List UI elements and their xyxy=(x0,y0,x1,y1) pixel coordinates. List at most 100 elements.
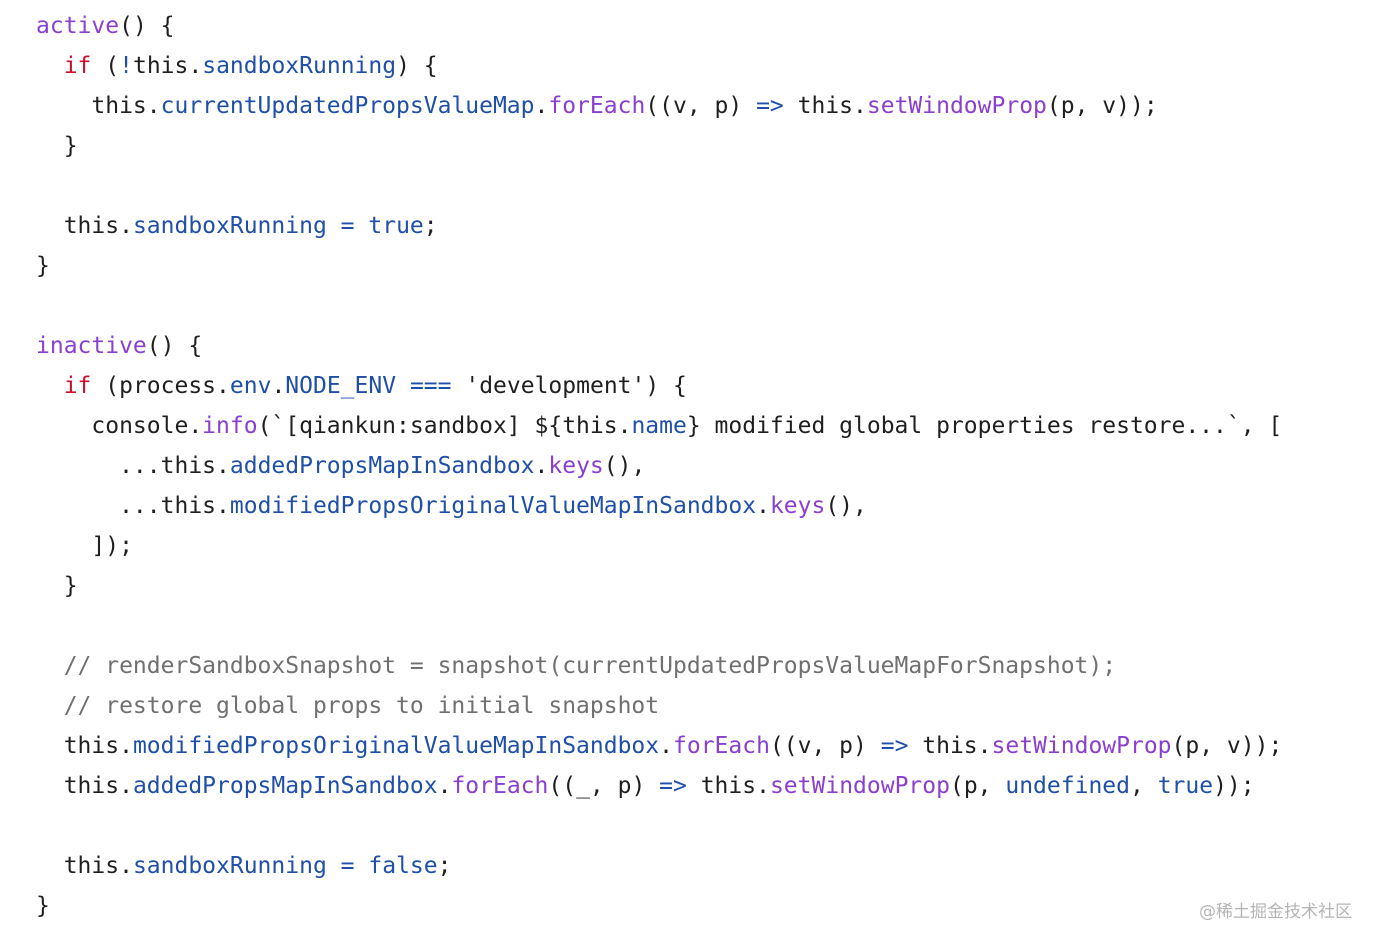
code-token xyxy=(36,53,64,79)
code-token: ((v, p) xyxy=(645,93,757,119)
code-token: forEach xyxy=(548,93,646,119)
code-line: ...this.addedPropsMapInSandbox.keys(), xyxy=(36,446,1366,486)
code-line: ]); xyxy=(36,526,1366,566)
code-token: this. xyxy=(36,93,161,119)
code-token: keys xyxy=(769,493,826,519)
code-token: modifiedPropsOriginalValueMapInSandbox xyxy=(132,733,660,759)
code-line xyxy=(36,606,1366,646)
code-token: => xyxy=(880,733,909,759)
code-token xyxy=(451,373,465,399)
code-line: this.sandboxRunning = true; xyxy=(36,206,1366,246)
code-token: this. xyxy=(783,93,867,119)
code-token: addedPropsMapInSandbox xyxy=(229,453,535,479)
code-token: . xyxy=(271,373,286,399)
code-line: inactive() { xyxy=(36,326,1366,366)
code-line: // restore global props to initial snaps… xyxy=(36,686,1366,726)
code-token: modifiedPropsOriginalValueMapInSandbox xyxy=(229,493,757,519)
code-line: active() { xyxy=(36,6,1366,46)
code-token: => xyxy=(659,773,687,799)
code-line: this.modifiedPropsOriginalValueMapInSand… xyxy=(36,726,1366,766)
code-token: currentUpdatedPropsValueMap xyxy=(160,93,535,119)
watermark: @稀土掘金技术社区 xyxy=(1199,902,1352,922)
code-token: === xyxy=(409,373,452,399)
code-token: . xyxy=(659,733,673,759)
code-token: this. xyxy=(36,733,133,759)
code-token: } xyxy=(36,893,50,919)
code-token: , xyxy=(1129,773,1158,799)
code-token: (p, xyxy=(949,773,1006,799)
code-token: . xyxy=(437,773,452,799)
code-token: (p, v)); xyxy=(1171,733,1283,759)
code-line: ...this.modifiedPropsOriginalValueMapInS… xyxy=(36,486,1366,526)
code-token: } xyxy=(36,133,78,159)
code-token: undefined xyxy=(1005,773,1130,799)
code-block: active() { if (!this.sandboxRunning) { t… xyxy=(36,6,1366,926)
code-token xyxy=(355,853,369,879)
code-token: ) { xyxy=(396,53,438,79)
code-token: addedPropsMapInSandbox xyxy=(132,773,438,799)
code-token: info xyxy=(202,413,258,439)
code-token: active xyxy=(36,13,120,39)
code-token xyxy=(396,373,410,399)
code-token xyxy=(355,213,369,239)
code-token: ((_, p) xyxy=(548,773,660,799)
code-token: (), xyxy=(825,493,867,519)
code-token: => xyxy=(756,93,784,119)
code-line: this.currentUpdatedPropsValueMap.forEach… xyxy=(36,86,1366,126)
code-token: ! xyxy=(119,53,133,79)
code-token: () { xyxy=(119,13,175,39)
code-token: 'development' xyxy=(465,373,646,399)
code-token: )); xyxy=(1213,773,1255,799)
code-token: setWindowProp xyxy=(991,733,1172,759)
code-token: ...this. xyxy=(36,453,230,479)
code-line: } xyxy=(36,566,1366,606)
code-token: (), xyxy=(603,453,646,479)
code-token: this. xyxy=(36,853,133,879)
code-line xyxy=(36,166,1366,206)
code-token: setWindowProp xyxy=(769,773,950,799)
code-token: env xyxy=(229,373,272,399)
code-token: // restore global props to initial snaps… xyxy=(36,693,660,719)
code-token: (process. xyxy=(91,373,230,399)
code-token: ((v, p) xyxy=(769,733,881,759)
code-token: . xyxy=(534,453,549,479)
code-token: () { xyxy=(146,333,203,359)
code-token: // renderSandboxSnapshot = snapshot(curr… xyxy=(36,653,1117,679)
code-token: this. xyxy=(132,53,203,79)
code-token: (p, v)); xyxy=(1046,93,1158,119)
code-token xyxy=(36,373,64,399)
code-token: . xyxy=(534,93,549,119)
code-token: name xyxy=(631,413,687,439)
code-token: inactive xyxy=(36,333,147,359)
code-line xyxy=(36,806,1366,846)
code-line: this.addedPropsMapInSandbox.forEach((_, … xyxy=(36,766,1366,806)
code-token: console. xyxy=(36,413,203,439)
code-token: } xyxy=(36,253,50,279)
code-token: } xyxy=(36,573,78,599)
code-line: } xyxy=(36,886,1366,926)
code-token: this. xyxy=(908,733,992,759)
code-line: if (process.env.NODE_ENV === 'developmen… xyxy=(36,366,1366,406)
code-line: } xyxy=(36,126,1366,166)
code-line: } xyxy=(36,246,1366,286)
code-token: ; xyxy=(437,853,452,879)
code-token: ; xyxy=(423,213,438,239)
code-line: // renderSandboxSnapshot = snapshot(curr… xyxy=(36,646,1366,686)
code-token xyxy=(327,853,341,879)
code-token: = xyxy=(340,213,355,239)
code-line: this.sandboxRunning = false; xyxy=(36,846,1366,886)
code-line xyxy=(36,286,1366,326)
code-token: forEach xyxy=(673,733,770,759)
code-token: ) { xyxy=(645,373,687,399)
code-token: false xyxy=(368,853,438,879)
code-token: ]); xyxy=(36,533,133,559)
code-token: this. xyxy=(36,773,133,799)
code-token: . xyxy=(756,493,770,519)
code-token: NODE_ENV xyxy=(285,373,397,399)
code-token xyxy=(327,213,341,239)
code-token: this. xyxy=(36,213,133,239)
code-line: if (!this.sandboxRunning) { xyxy=(36,46,1366,86)
code-token: sandboxRunning xyxy=(202,53,397,79)
code-token: ( xyxy=(91,53,120,79)
code-token: sandboxRunning xyxy=(132,853,327,879)
